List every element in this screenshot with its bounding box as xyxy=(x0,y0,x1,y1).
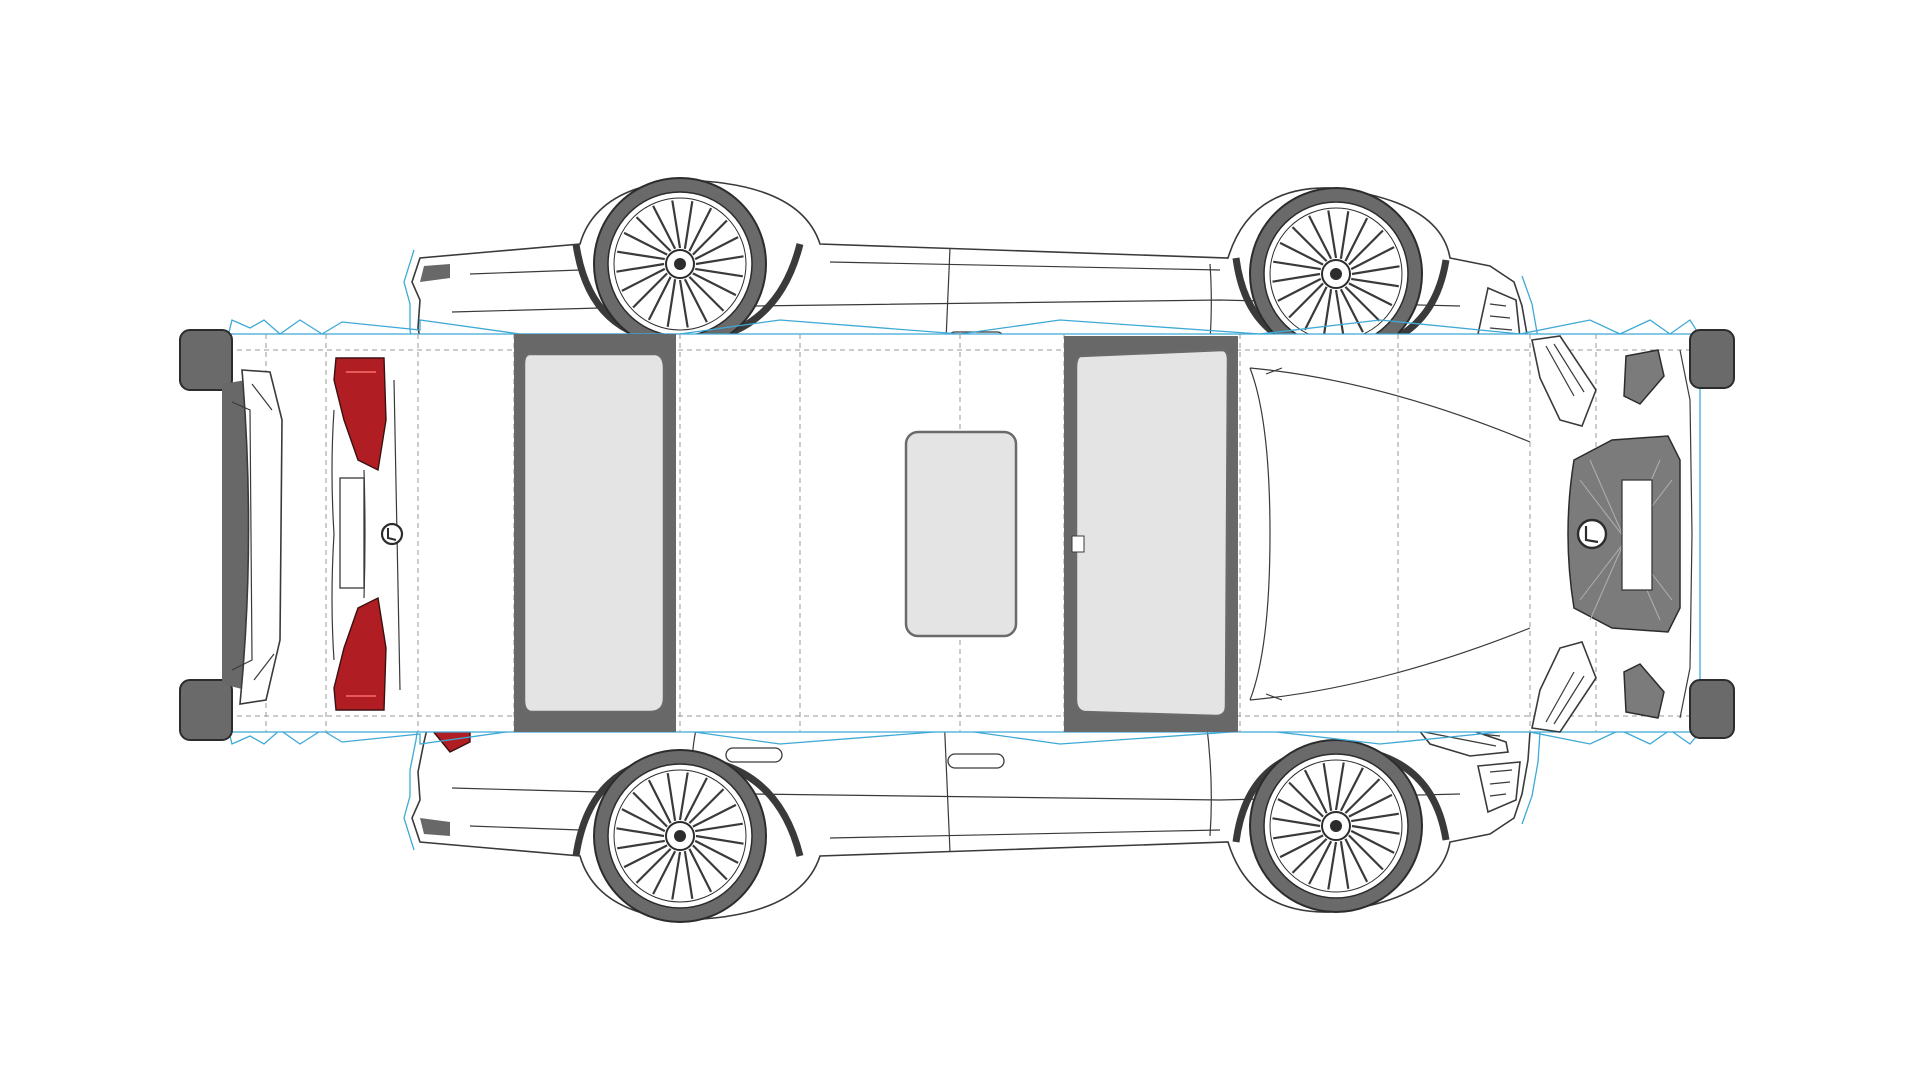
hood xyxy=(1249,367,1531,701)
front-tyre-right xyxy=(1689,679,1735,739)
body-strip xyxy=(179,319,1735,745)
tail-lamp-icon xyxy=(333,596,387,711)
windshield xyxy=(1064,336,1238,732)
rear-tyre-right xyxy=(179,679,233,741)
tail-lamp-icon xyxy=(333,357,387,472)
brand-emblem-icon xyxy=(1576,518,1608,550)
headlamp-icon xyxy=(1531,335,1597,427)
front-tyre-left xyxy=(1689,329,1735,389)
front-view xyxy=(1531,335,1693,733)
headlamp-icon xyxy=(1531,641,1597,733)
rear-plate xyxy=(339,477,365,589)
roof-with-sunroof xyxy=(904,430,1018,638)
brand-emblem-icon xyxy=(380,522,404,546)
rear-window xyxy=(514,334,676,732)
rear-tyre-left xyxy=(179,329,233,391)
rear-view xyxy=(222,357,404,711)
front-plate xyxy=(1621,479,1653,591)
